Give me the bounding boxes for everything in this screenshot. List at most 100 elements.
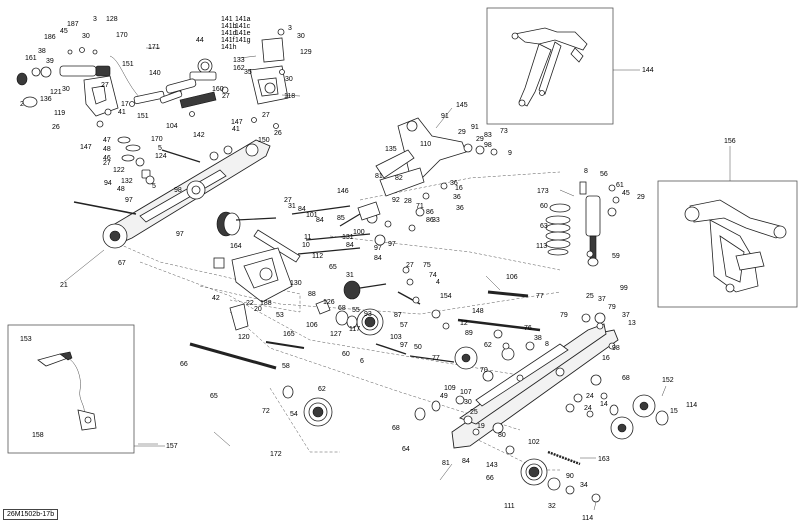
callout-label: 36 [450,180,458,187]
callout-label: 165 [283,331,295,338]
bushings-stack [117,136,233,185]
callout-label: 143 [486,462,498,469]
callout-label: 151 [122,61,134,68]
callout-label: 97 [176,231,184,238]
callout-label: 39 [46,58,54,65]
callout-label: 144 [642,67,654,74]
callout-label: 64 [402,446,410,453]
callout-label: 11 [304,234,311,241]
callout-label: 188 [260,300,272,307]
callout-label: 154 [440,293,452,300]
callout-label: 83 [484,132,492,139]
right-hardware [229,266,616,436]
callout-label: 29 [476,136,484,143]
callout-label: 50 [414,344,422,351]
callout-label: 77 [432,355,440,362]
callout-label: 88 [308,291,316,298]
callout-label: 28 [404,198,412,205]
callout-label: 84 [462,458,470,465]
callout-label: 147 [231,119,243,126]
callout-label: 86 [426,217,434,224]
front-arm [73,139,271,249]
callout-label: 30 [297,33,305,40]
callout-label: 56 [600,171,608,178]
callout-label: 135 [385,146,397,153]
assembly-outlines [109,171,561,471]
callout-label: 5 [158,145,162,152]
callout-label: 13 [628,320,636,327]
callout-label: 124 [155,153,167,160]
callout-label: 131 [342,234,354,241]
inset-156 [657,180,798,308]
callout-label: 94 [104,180,112,187]
callout-label: 15 [670,408,678,415]
callout-label: 101 [306,212,318,219]
callout-label: 53 [276,312,284,319]
callout-label: 46 [103,155,111,162]
callout-label: 65 [329,264,337,271]
callout-label: 6 [360,358,364,365]
callout-label: 38 [534,335,542,342]
callout-label: 3 [93,16,97,23]
callout-label: 110 [420,141,431,148]
callout-label: 130 [290,280,302,287]
callout-label: 113 [536,243,547,250]
callout-label: 34 [580,482,588,489]
callout-label: 26 [274,130,282,137]
callout-labels: 3 187 128 186 45 30 170 38 171 161 39 15… [20,16,736,522]
callout-label: 114 [686,402,697,409]
callout-label: 173 [537,188,549,195]
callout-label: 29 [458,129,466,136]
callout-label: 79 [560,312,568,319]
callout-label: 68 [392,425,400,432]
center-spring-assembly [213,205,392,303]
callout-label: 61 [616,182,624,189]
callout-label: 97 [374,245,382,252]
callout-label: 33 [432,217,440,224]
callout-label: 145 [456,102,468,109]
callout-label: 141h [221,44,237,51]
callout-label: 156 [724,138,736,145]
callout-label: 48 [117,186,125,193]
callout-label: 31 [288,203,296,210]
callout-label: 68 [338,305,346,312]
callout-label: 126 [323,299,335,306]
callout-label: 163 [598,456,610,463]
callout-label: 24 [586,393,594,400]
callout-label: 85 [337,215,345,222]
callout-label: 141e [235,30,251,37]
callout-label: 152 [662,377,674,384]
callout-label: 90 [566,473,574,480]
callout-label: 66 [486,475,494,482]
callout-label: 141c [235,23,251,30]
callout-label: 36 [453,194,461,201]
callout-label: 104 [166,123,178,130]
callout-label: 72 [262,408,270,415]
callout-label: 187 [67,21,79,28]
callout-label: 81 [442,460,450,467]
callout-label: 129 [300,49,312,56]
callout-label: 41 [118,109,126,116]
callout-label: 12 [460,320,468,327]
callout-label: 25 [586,293,594,300]
callout-label: 170 [116,32,128,39]
callout-label: 161 [25,55,37,62]
callout-label: 9 [508,150,512,157]
callout-label: 170 [151,136,163,143]
callout-label: 10 [302,242,310,249]
callout-label: 122 [113,167,125,174]
callout-label: 32 [548,503,556,510]
callout-label: 22 [246,300,254,307]
callout-label: 112 [312,253,323,260]
callout-label: 107 [460,389,472,396]
callout-label: 26 [52,124,60,131]
callout-label: 106 [306,322,318,329]
rear-shock [545,181,620,267]
callout-label: 21 [60,282,68,289]
callout-label: 30 [285,76,293,83]
callout-label: 171 [148,44,160,51]
callout-label: 29 [637,194,645,201]
callout-label: 186 [44,34,56,41]
callout-label: 160 [212,86,224,93]
callout-label: 75 [423,262,431,269]
